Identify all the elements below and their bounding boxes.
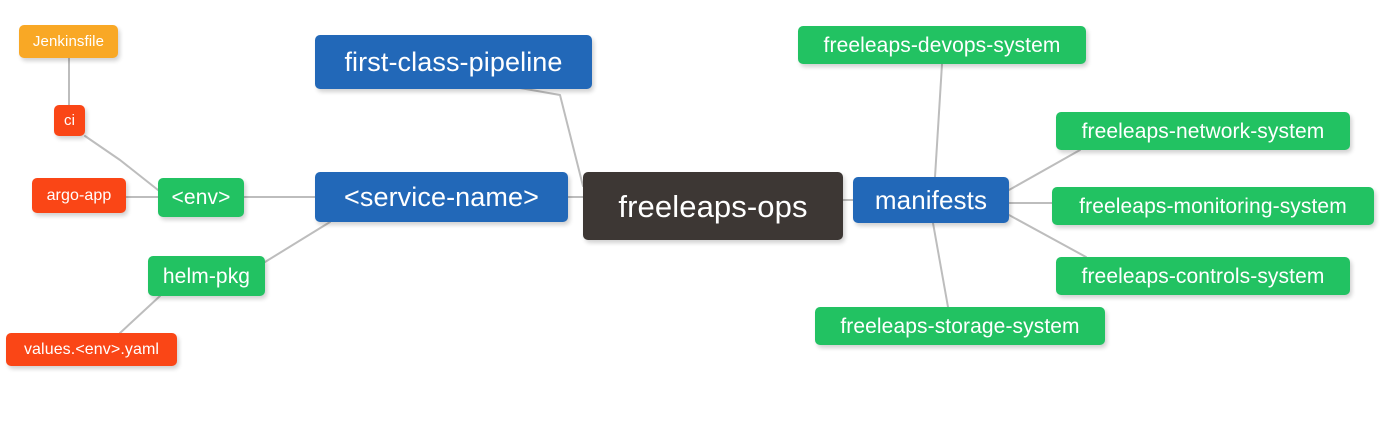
- node-freeleaps-monitoring-system[interactable]: freeleaps-monitoring-system: [1052, 187, 1374, 225]
- node-label-root: freeleaps-ops: [618, 188, 808, 224]
- node-label-ci: ci: [63, 112, 76, 129]
- node-label-freeleaps-network-system: freeleaps-network-system: [1081, 119, 1325, 143]
- node-jenkinsfile[interactable]: Jenkinsfile: [19, 25, 118, 58]
- node-label-freeleaps-monitoring-system: freeleaps-monitoring-system: [1079, 194, 1347, 218]
- node-service-name[interactable]: <service-name>: [315, 172, 568, 222]
- node-label-values-env-yaml: values.<env>.yaml: [23, 340, 160, 358]
- node-label-argo-app: argo-app: [46, 186, 112, 204]
- node-freeleaps-controls-system[interactable]: freeleaps-controls-system: [1056, 257, 1350, 295]
- node-env[interactable]: <env>: [158, 178, 244, 217]
- node-label-helm-pkg: helm-pkg: [162, 264, 251, 288]
- edge-manifests-to-freeleaps-network-system: [1008, 149, 1081, 191]
- node-root[interactable]: freeleaps-ops: [583, 172, 843, 240]
- edge-helm-pkg-to-values-env-yaml: [119, 295, 161, 334]
- node-label-freeleaps-storage-system: freeleaps-storage-system: [840, 314, 1080, 338]
- node-manifests[interactable]: manifests: [853, 177, 1009, 223]
- edge-manifests-to-freeleaps-devops-system: [934, 63, 943, 178]
- node-helm-pkg[interactable]: helm-pkg: [148, 256, 265, 296]
- node-values-env-yaml[interactable]: values.<env>.yaml: [6, 333, 177, 366]
- node-label-env: <env>: [171, 186, 231, 209]
- node-freeleaps-storage-system[interactable]: freeleaps-storage-system: [815, 307, 1105, 345]
- node-first-class-pipeline[interactable]: first-class-pipeline: [315, 35, 592, 89]
- node-label-jenkinsfile: Jenkinsfile: [32, 33, 105, 50]
- node-label-manifests: manifests: [874, 185, 988, 215]
- node-label-first-class-pipeline: first-class-pipeline: [344, 46, 563, 77]
- node-argo-app[interactable]: argo-app: [32, 178, 126, 213]
- node-label-freeleaps-controls-system: freeleaps-controls-system: [1081, 264, 1325, 288]
- node-label-freeleaps-devops-system: freeleaps-devops-system: [823, 33, 1061, 57]
- node-ci[interactable]: ci: [54, 105, 85, 136]
- edge-service-name-to-helm-pkg: [264, 221, 331, 263]
- node-freeleaps-devops-system[interactable]: freeleaps-devops-system: [798, 26, 1086, 64]
- node-freeleaps-network-system[interactable]: freeleaps-network-system: [1056, 112, 1350, 150]
- node-label-service-name: <service-name>: [344, 181, 539, 212]
- edge-manifests-to-freeleaps-storage-system: [932, 222, 949, 308]
